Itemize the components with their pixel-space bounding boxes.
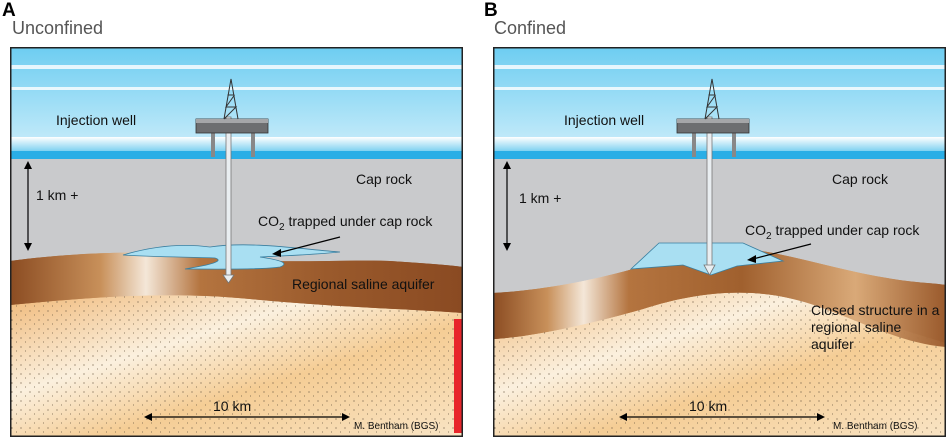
panel-a-scale-label: 10 km (213, 398, 252, 414)
panel-a-co2-label: CO2 trapped under cap rock (258, 213, 433, 233)
panel-a-credit: M. Bentham (BGS) (354, 421, 439, 432)
panel-a-injection-well-label: Injection well (56, 112, 137, 128)
panel-b-aquifer-label: Closed structure in a regional saline aq… (811, 302, 940, 352)
panel-a-letter: A (2, 0, 16, 21)
panel-a-depth-label: 1 km + (36, 187, 79, 203)
panel-b-scene: Injection well Cap rock 1 km + CO2 trapp… (493, 47, 946, 437)
panel-b-title: Confined (494, 18, 567, 38)
panel-a-cross-section (10, 47, 463, 437)
panel-a-scene: Injection well Cap rock 1 km + CO2 trapp… (10, 47, 463, 437)
panel-b-scale-label: 10 km (689, 398, 728, 414)
panel-b-letter: B (484, 0, 498, 21)
panel-b-co2-label: CO2 trapped under cap rock (745, 222, 920, 242)
panel-b-injection-well-label: Injection well (564, 112, 645, 128)
panel-b-cross-section (493, 47, 946, 437)
panel-a-aquifer-label: Regional saline aquifer (292, 276, 435, 292)
panel-b-credit: M. Bentham (BGS) (833, 421, 918, 432)
panel-b-cap-rock-label: Cap rock (832, 171, 889, 187)
panel-a-cap-rock-label: Cap rock (356, 171, 413, 187)
panel-b-depth-label: 1 km + (519, 190, 562, 206)
panel-a-title: Unconfined (12, 18, 104, 38)
